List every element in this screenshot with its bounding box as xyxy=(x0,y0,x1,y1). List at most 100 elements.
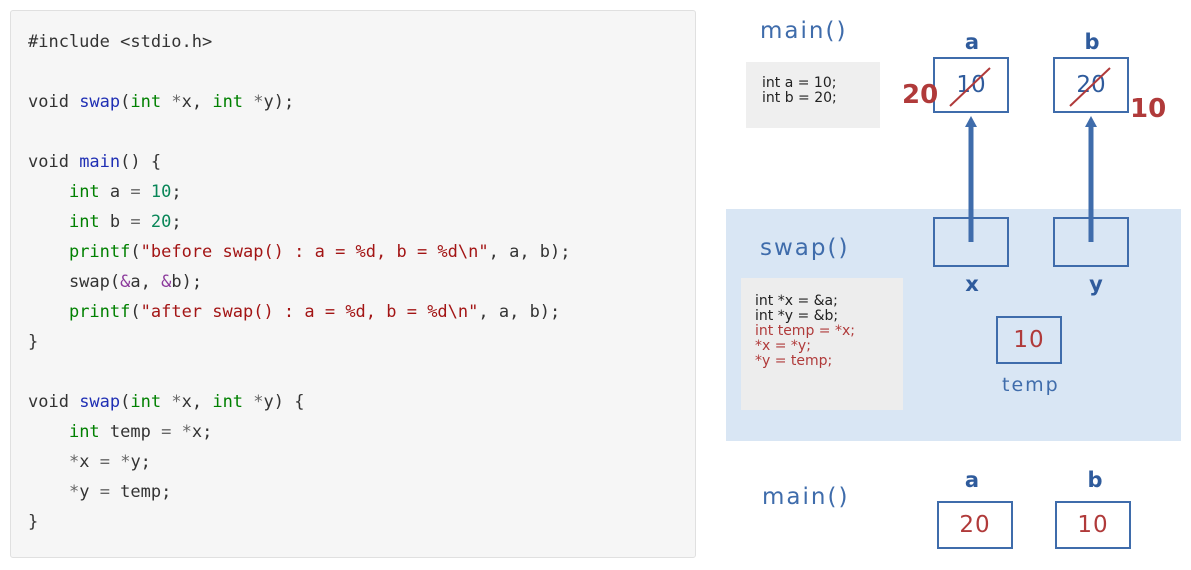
main-top-note: int a = 10; int b = 20; xyxy=(746,62,880,128)
code-token: int xyxy=(68,182,100,202)
code-line xyxy=(28,117,695,147)
result-b-value: 10 xyxy=(1077,512,1109,538)
code-token: swap xyxy=(79,392,121,412)
code-token: int xyxy=(212,392,244,412)
code-token: () { xyxy=(120,152,162,172)
code-line: } xyxy=(28,507,695,537)
code-token: main xyxy=(79,152,121,172)
result-a-name: a xyxy=(964,468,980,492)
code-token: x xyxy=(79,452,100,472)
code-token: } xyxy=(28,512,39,532)
swap-frame-label: swap() xyxy=(760,235,850,261)
code-token: #include <stdio.h> xyxy=(28,32,213,52)
code-token: ( xyxy=(130,302,141,322)
code-token: * xyxy=(253,92,264,112)
code-block: #include <stdio.h> void swap(int *x, int… xyxy=(28,27,695,537)
code-line: int a = 10; xyxy=(28,177,695,207)
code-token: int xyxy=(68,212,100,232)
diagram-overlay xyxy=(949,67,1111,242)
code-line xyxy=(28,57,695,87)
code-token: = xyxy=(99,452,110,472)
code-token: , a, b); xyxy=(478,302,561,322)
strike-b-line xyxy=(1069,67,1111,107)
code-token: swap( xyxy=(28,272,121,292)
code-line: *y = temp; xyxy=(28,477,695,507)
code-token: ( xyxy=(120,392,131,412)
swap-note-line: int temp = *x; xyxy=(755,323,855,339)
code-token: * xyxy=(120,452,131,472)
code-token xyxy=(28,452,69,472)
ptr-y-name: y xyxy=(1089,272,1103,296)
code-token: void xyxy=(28,92,80,112)
code-token: ( xyxy=(130,242,141,262)
temp-value: 10 xyxy=(1013,327,1045,353)
pointer-y-arrowhead xyxy=(1085,116,1097,127)
code-token: printf xyxy=(68,302,131,322)
code-token: * xyxy=(68,482,80,502)
code-line: void swap(int *x, int *y) { xyxy=(28,387,695,417)
code-token: b); xyxy=(171,272,203,292)
ptr-x-name: x xyxy=(965,272,979,296)
main-top-label: main() xyxy=(760,18,848,44)
code-token xyxy=(141,212,151,232)
swap-note: int *x = &a;int *y = &b;int temp = *x;*x… xyxy=(741,278,903,410)
code-token: * xyxy=(171,392,182,412)
code-token xyxy=(161,392,171,412)
code-line: #include <stdio.h> xyxy=(28,27,695,57)
code-token: x; xyxy=(191,422,213,442)
temp-name: temp xyxy=(1002,374,1060,396)
code-token xyxy=(28,182,69,202)
result-b-name: b xyxy=(1087,468,1103,492)
code-line: printf("after swap() : a = %d, b = %d\n"… xyxy=(28,297,695,327)
strike-a-line xyxy=(949,67,991,107)
code-token: int xyxy=(130,392,162,412)
result-a-box: 20 xyxy=(937,501,1013,549)
temp-box: 10 xyxy=(996,316,1062,364)
code-token: & xyxy=(161,272,172,292)
var-a-new-value: 20 xyxy=(902,80,939,110)
swap-note-line: *y = temp; xyxy=(755,353,833,369)
code-token: x, xyxy=(181,92,213,112)
code-token: = xyxy=(130,212,141,232)
result-b-box: 10 xyxy=(1055,501,1131,549)
code-token xyxy=(28,302,69,322)
memory-diagram: main() int a = 10; int b = 20; a b 10 20… xyxy=(700,0,1191,570)
main-note-line: int b = 20; xyxy=(762,90,837,106)
var-a-name: a xyxy=(964,30,980,54)
code-token: } xyxy=(28,332,39,352)
code-token: = xyxy=(161,422,172,442)
swap-note-line: int *x = &a; xyxy=(755,293,838,309)
code-line: int temp = *x; xyxy=(28,417,695,447)
code-token xyxy=(141,182,151,202)
code-token: * xyxy=(253,392,264,412)
code-token: * xyxy=(181,422,192,442)
code-token xyxy=(171,422,181,442)
code-token xyxy=(110,452,120,472)
code-token: ( xyxy=(120,92,131,112)
code-token: 10 xyxy=(150,182,172,202)
code-token: int xyxy=(212,92,244,112)
code-line xyxy=(28,357,695,387)
code-token: ; xyxy=(171,182,182,202)
code-line: void main() { xyxy=(28,147,695,177)
swap-note-line: *x = *y; xyxy=(755,338,811,354)
main-bottom-label: main() xyxy=(762,484,850,510)
code-token: x, xyxy=(181,392,213,412)
code-token: "before swap() : a = %d, b = %d\n" xyxy=(140,242,489,262)
code-token: int xyxy=(68,422,100,442)
var-b-name: b xyxy=(1084,30,1100,54)
code-token: b xyxy=(99,212,131,232)
code-token xyxy=(243,392,253,412)
code-token: y); xyxy=(263,92,295,112)
code-token xyxy=(243,92,253,112)
code-line: *x = *y; xyxy=(28,447,695,477)
code-token: temp; xyxy=(109,482,172,502)
var-b-new-value: 10 xyxy=(1130,94,1167,124)
code-line: int b = 20; xyxy=(28,207,695,237)
code-token: void xyxy=(28,152,80,172)
code-token: = xyxy=(99,482,110,502)
code-token xyxy=(161,92,171,112)
code-token: a, xyxy=(130,272,162,292)
code-token: printf xyxy=(68,242,131,262)
main-note-line: int a = 10; xyxy=(762,75,837,91)
